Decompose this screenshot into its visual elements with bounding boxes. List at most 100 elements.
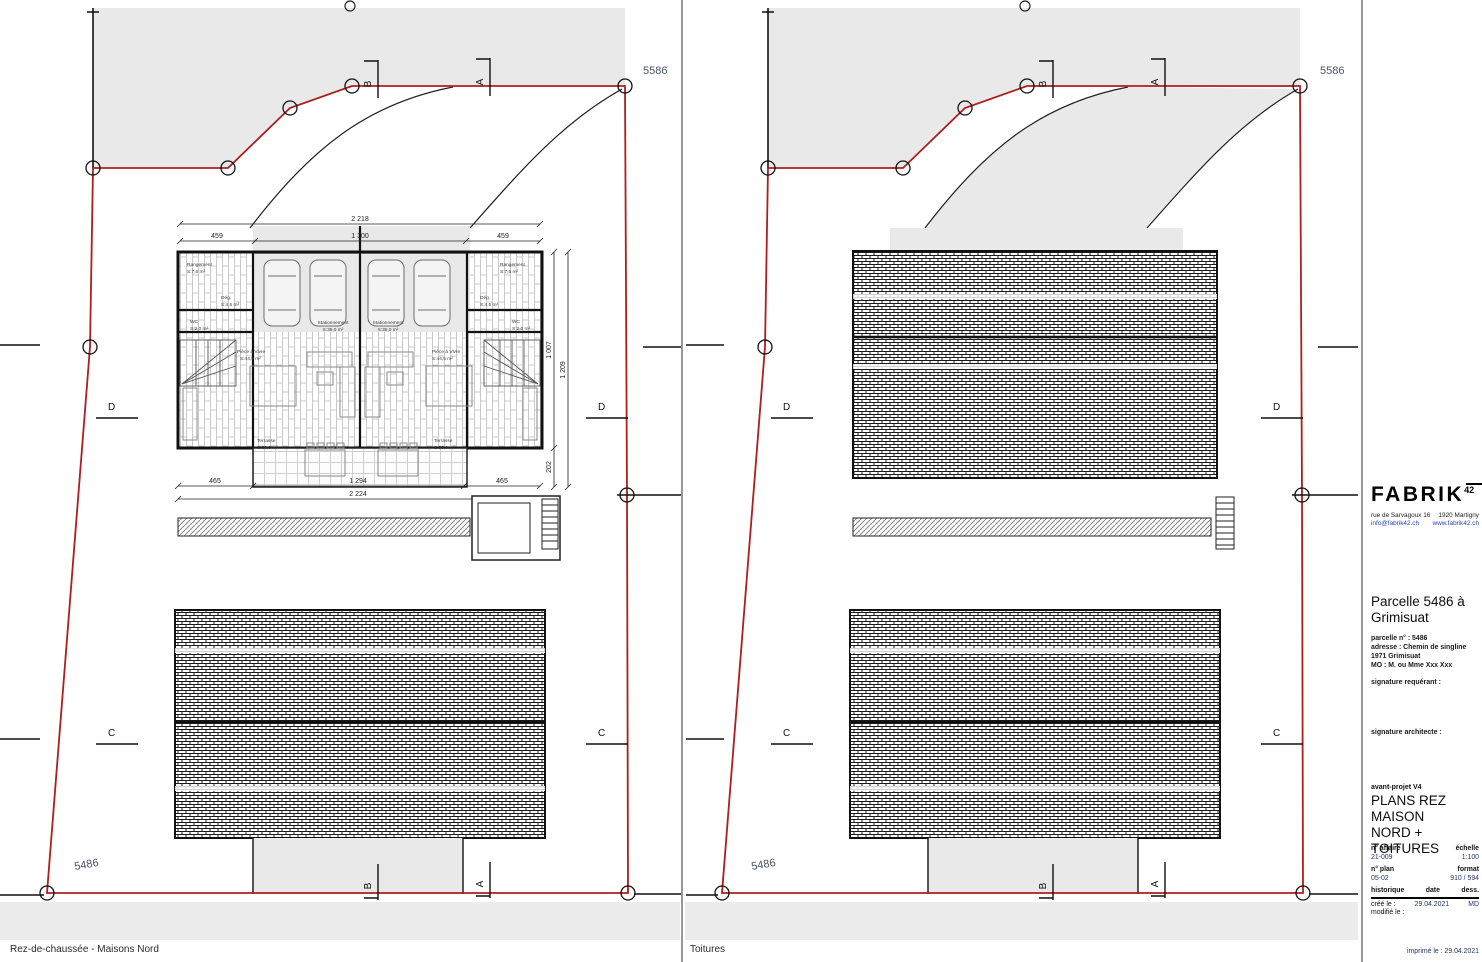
section-marker-c: C [598,728,605,739]
titleblock-frame-mark [1466,483,1482,485]
firm-email[interactable]: info@fabrik42.ch [1371,520,1420,527]
pool-structure [471,495,561,561]
room-label: Rangement [500,262,525,268]
detail-address: adresse : Chemin de singline [1371,644,1467,651]
road-area [768,8,1300,168]
project-details: parcelle n° : 5486 adresse : Chemin de s… [1371,634,1466,670]
section-marker-d: D [783,402,790,413]
plan-title-line1: PLANS REZ MAISON [1371,793,1447,824]
room-area: S:44,5 m² [240,356,261,362]
left-panel-caption: Rez-de-chaussée - Maisons Nord [10,944,159,955]
section-marker-b: B [1038,882,1049,889]
right-panel-roofs: B A B A D D C C 5586 5486 [686,0,1358,901]
room-label: Terrasse [434,438,453,444]
room-area: S:35,0 m² [323,327,344,333]
echelle-value: 1:100 [1461,853,1479,861]
driveway-curve-inner [249,86,454,229]
road-area [93,8,625,168]
section-marker-c: C [108,728,115,739]
firm-logo: FABRIK42 [1371,483,1474,507]
section-marker-b: B [363,882,374,889]
survey-line [762,8,774,168]
terrace [252,447,468,488]
dim-value: 1 294 [349,478,367,485]
room-label: Stationnement [373,320,405,326]
section-marker-d: D [1273,402,1280,413]
dim-value: 465 [496,478,508,485]
project-phase: avant-projet V4 [1371,784,1422,791]
retaining-wall [177,517,471,537]
dim-value: 1 007 [546,341,553,359]
historique-label: historique [1371,887,1405,894]
neighbour-lines [0,344,681,896]
section-markers: B A B A D D C C [771,58,1303,900]
section-markers: B A B A D D C C [96,58,628,900]
staircase-right [483,339,541,387]
project-title-line1: Parcelle 5486 à [1371,594,1465,609]
firm-website[interactable]: www.fabrik42.ch [1432,520,1479,527]
room-area: S:4,5 m² [221,302,240,308]
north-houses-roof [852,228,1218,479]
room-area: S:2,0 m² [512,326,531,332]
plan-number-label: n° plan [1371,866,1395,873]
cree-date: 29.04.2021 [1414,900,1450,908]
driveway-curve-outer [1146,88,1299,229]
affaire-value: 21-009 [1371,853,1393,861]
signature-architecte-label: signature architecte : [1371,729,1442,736]
south-houses-roof [174,609,546,894]
driveway-curve-outer [469,88,623,229]
exterior-stairs [1215,496,1235,550]
plan-title: PLANS REZ MAISON NORD + TOITURES [1371,793,1482,857]
room-label: Pièce à Vivre [237,349,266,355]
titleblock-table: n° affaire échelle 21-009 1:100 n° plan … [1371,845,1479,918]
cree-dess: MD [1468,900,1479,908]
dim-value: 465 [209,478,221,485]
format-label: format [1457,866,1479,873]
signature-requerant-label: signature requérant : [1371,679,1442,686]
detail-parcel: parcelle n° : 5486 [1371,635,1428,642]
room-area: S:7,6 m² [187,269,206,275]
firm-address: rue de Sarvagoux 16 [1371,512,1431,519]
section-marker-a: A [475,880,486,887]
parcel-number: 5486 [73,857,99,873]
detail-city: 1971 Grimisuat [1371,653,1421,660]
affaire-label: n° affaire [1371,845,1401,852]
boundary-node [344,0,356,12]
room-area: S:36,0 m² [434,445,455,451]
dim-value: 459 [497,233,509,240]
firm-logo-sup: 42 [1464,485,1475,495]
printed-date: imprimé le : 29.04.2021 [1406,948,1479,955]
furniture [182,351,538,477]
firm-contact: rue de Sarvagoux 16 1920 Martigny info@f… [1371,512,1479,528]
room-label: WC [512,319,521,325]
room-label: Dég. [480,295,490,301]
parked-cars [263,259,451,327]
interior-walls [178,226,542,487]
dim-value: 1 209 [560,361,567,379]
section-marker-c: C [1273,728,1280,739]
project-title: Parcelle 5486 à Grimisuat [1371,594,1465,626]
room-label: Dég. [221,295,231,301]
driveway-curve-inner [924,86,1129,229]
dim-value: 1 300 [351,233,369,240]
retaining-wall [852,517,1212,537]
caption-band-left [0,902,680,940]
plan-number-value: 05-02 [1371,874,1389,882]
room-area: S:2,0 m² [190,326,209,332]
left-panel-ground-floor: Rangement S:7,6 m² Dég. S:4,5 m² WC S:2,… [0,0,681,901]
firm-logo-text: FABRIK [1371,483,1465,506]
room-label: Terrasse [257,438,276,444]
north-houses-floorplan: Rangement S:7,6 m² Dég. S:4,5 m² WC S:2,… [176,226,544,488]
modifie-label: modifié le : [1371,909,1405,916]
room-label: Pièce à Vivre [432,349,461,355]
detail-owner: MO : M. ou Mme Xxx Xxx [1371,662,1453,669]
room-area: S:36,0 m² [257,445,278,451]
driveway-band [925,87,1298,228]
section-marker-b: B [1038,80,1049,87]
section-marker-a: A [1150,880,1161,887]
echelle-label: échelle [1455,845,1479,852]
room-label: Stationnement [318,320,350,326]
format-value: 910 / 594 [1450,874,1479,882]
